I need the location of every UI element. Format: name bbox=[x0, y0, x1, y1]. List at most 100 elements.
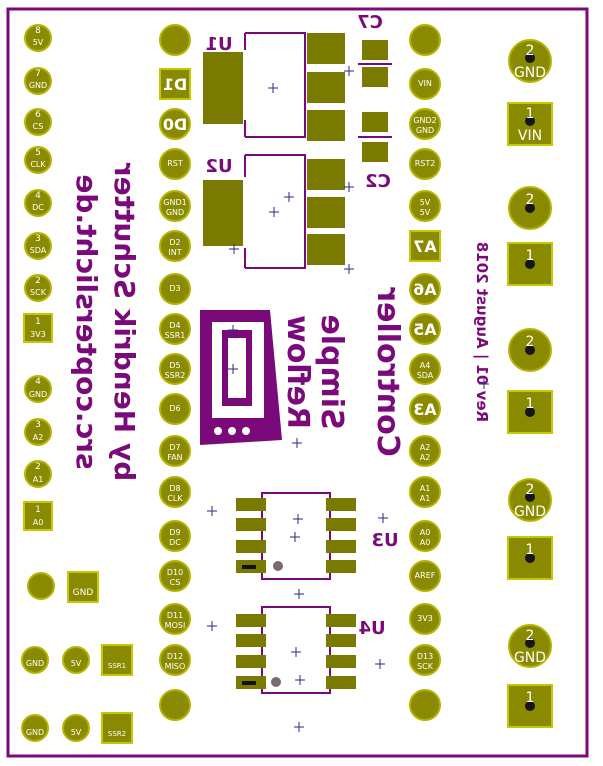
svg-text:A3: A3 bbox=[413, 400, 437, 419]
svg-text:MOSI: MOSI bbox=[165, 621, 186, 630]
svg-text:by Hendrik Schutter: by Hendrik Schutter bbox=[108, 163, 141, 482]
cross-mark bbox=[228, 364, 238, 374]
cross-mark bbox=[290, 532, 300, 542]
svg-text:A1: A1 bbox=[33, 475, 44, 484]
svg-text:GND: GND bbox=[416, 126, 434, 135]
svg-text:GND: GND bbox=[29, 81, 47, 90]
svg-text:GND: GND bbox=[26, 659, 44, 668]
nano_right-pin-1 bbox=[409, 24, 441, 56]
left-header-pin-4: 4DC bbox=[24, 189, 52, 217]
svg-text:D10: D10 bbox=[167, 568, 183, 577]
svg-text:1: 1 bbox=[35, 317, 41, 327]
terminal-pad-5: 2 bbox=[508, 328, 552, 372]
cross-mark bbox=[207, 506, 217, 516]
left-header-pin-8: 85V bbox=[24, 24, 52, 52]
svg-text:7: 7 bbox=[35, 69, 41, 79]
svg-text:2: 2 bbox=[35, 276, 41, 286]
svg-text:4: 4 bbox=[35, 191, 41, 201]
svg-text:Simple: Simple bbox=[314, 314, 349, 429]
svg-text:5V: 5V bbox=[71, 659, 82, 668]
svg-text:D8: D8 bbox=[169, 484, 180, 493]
cross-mark bbox=[378, 513, 388, 523]
svg-text:A2: A2 bbox=[420, 453, 431, 462]
svg-text:RST2: RST2 bbox=[415, 159, 436, 168]
svg-text:GND1: GND1 bbox=[163, 198, 186, 207]
nano_left-pin-10: D6 bbox=[159, 393, 191, 425]
svg-text:3: 3 bbox=[35, 420, 41, 430]
svg-text:GND: GND bbox=[514, 650, 546, 666]
svg-text:A1: A1 bbox=[420, 494, 431, 503]
svg-text:C2: C2 bbox=[365, 171, 391, 192]
svg-text:U4: U4 bbox=[358, 618, 385, 639]
svg-text:3: 3 bbox=[35, 234, 41, 244]
nano_left-pin-17 bbox=[159, 689, 191, 721]
svg-text:GND: GND bbox=[514, 65, 546, 81]
svg-text:1: 1 bbox=[526, 396, 535, 412]
svg-text:MISO: MISO bbox=[165, 662, 186, 671]
ssr2-header: GND 5V SSR2 bbox=[21, 712, 133, 744]
svg-text:8: 8 bbox=[35, 26, 41, 36]
nano_left-pin-4: RST bbox=[159, 148, 191, 180]
svg-text:SSR1: SSR1 bbox=[165, 331, 186, 340]
svg-text:5V: 5V bbox=[420, 208, 431, 217]
nano_right-pin-14: AREF bbox=[409, 560, 441, 592]
svg-text:GND: GND bbox=[73, 588, 94, 598]
svg-text:A5: A5 bbox=[413, 320, 437, 339]
cross-mark bbox=[207, 621, 217, 631]
svg-text:A4: A4 bbox=[420, 361, 431, 370]
svg-text:D3: D3 bbox=[169, 284, 180, 293]
cross-mark bbox=[291, 647, 301, 657]
svg-text:DC: DC bbox=[32, 203, 44, 212]
svg-text:Controller: Controller bbox=[370, 287, 405, 457]
nano_left-pin-1 bbox=[159, 24, 191, 56]
svg-text:CLK: CLK bbox=[30, 160, 46, 169]
terminal-pad-8: 1 bbox=[507, 536, 553, 580]
svg-text:3V3: 3V3 bbox=[30, 330, 46, 339]
svg-text:D0: D0 bbox=[163, 115, 187, 134]
svg-text:CLK: CLK bbox=[167, 494, 183, 503]
board-outline bbox=[6, 7, 589, 758]
cross-mark bbox=[344, 182, 354, 192]
svg-text:VIN: VIN bbox=[418, 79, 432, 88]
svg-text:D9: D9 bbox=[169, 528, 180, 537]
nano_right-pin-15: 3V3 bbox=[409, 603, 441, 635]
c2-capacitor: C2 bbox=[358, 112, 392, 192]
svg-text:SCK: SCK bbox=[30, 288, 47, 297]
svg-text:FAN: FAN bbox=[167, 453, 182, 462]
cross-mark bbox=[479, 379, 489, 389]
svg-text:D6: D6 bbox=[169, 404, 180, 413]
cross-mark bbox=[229, 244, 239, 254]
svg-text:SCK: SCK bbox=[417, 662, 434, 671]
svg-text:AREF: AREF bbox=[415, 571, 436, 580]
nano-right-column: VINGND2GNDRST25V5VA7A6A5A4SDAA3A2A2A1A1A… bbox=[409, 24, 441, 721]
svg-text:A6: A6 bbox=[413, 280, 437, 299]
cross-mark bbox=[293, 514, 303, 524]
svg-text:2: 2 bbox=[526, 334, 535, 350]
svg-text:A2: A2 bbox=[420, 443, 431, 452]
left-header-pin-6: 6CS bbox=[24, 108, 52, 136]
ssr1-header: GND 5V SSR1 bbox=[21, 644, 133, 676]
u2-regulator: U2 bbox=[203, 154, 345, 269]
svg-text:1: 1 bbox=[526, 106, 535, 122]
svg-text:U3: U3 bbox=[371, 530, 398, 551]
svg-text:5V: 5V bbox=[71, 728, 82, 737]
cross-mark bbox=[292, 438, 302, 448]
svg-text:A2: A2 bbox=[33, 433, 44, 442]
u4-ic: U4 bbox=[236, 606, 386, 694]
svg-text:D1: D1 bbox=[163, 75, 187, 94]
svg-text:3V3: 3V3 bbox=[417, 614, 433, 623]
svg-text:D4: D4 bbox=[169, 321, 180, 330]
